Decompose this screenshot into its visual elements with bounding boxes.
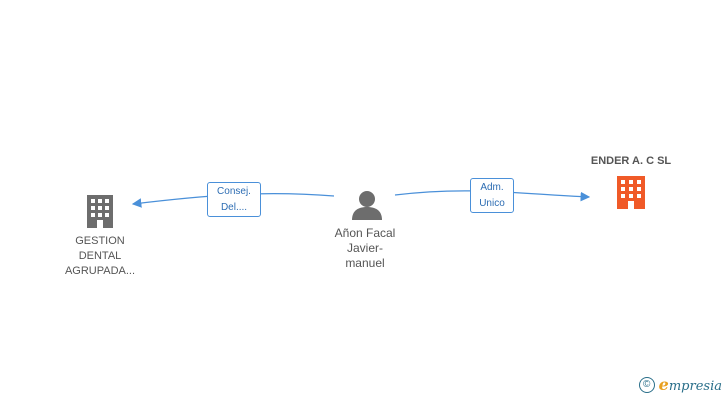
node-label-gestion[interactable]: GESTION DENTAL AGRUPADA... xyxy=(55,234,145,279)
building-icon[interactable] xyxy=(87,195,113,228)
relation-label-line: Del.... xyxy=(220,202,248,213)
relation-label-line: Adm. xyxy=(480,182,504,193)
node-label-line: AGRUPADA... xyxy=(64,265,136,277)
brand-name: empresia xyxy=(658,375,722,394)
brand-logo[interactable]: © empresia xyxy=(638,375,722,394)
relation-label-line: Consej. xyxy=(217,186,251,197)
building-icon[interactable] xyxy=(617,176,645,209)
node-label-person[interactable]: Añon Facal Javier- manuel xyxy=(324,226,406,271)
node-label-line: GESTION xyxy=(75,235,125,247)
relation-label-line: Unico xyxy=(479,198,505,209)
node-label-line: Javier- xyxy=(346,241,383,255)
relation-label-adm[interactable]: Adm. Unico xyxy=(470,178,514,213)
person-icon[interactable] xyxy=(352,191,382,220)
relation-label-consej[interactable]: Consej. Del.... xyxy=(207,182,261,217)
node-label-line: manuel xyxy=(345,256,385,270)
node-label-ender[interactable]: ENDER A. C SL xyxy=(590,155,672,167)
node-label-line: Añon Facal xyxy=(334,226,396,240)
copyright-icon: © xyxy=(638,376,655,393)
node-label-line: DENTAL xyxy=(78,250,122,262)
